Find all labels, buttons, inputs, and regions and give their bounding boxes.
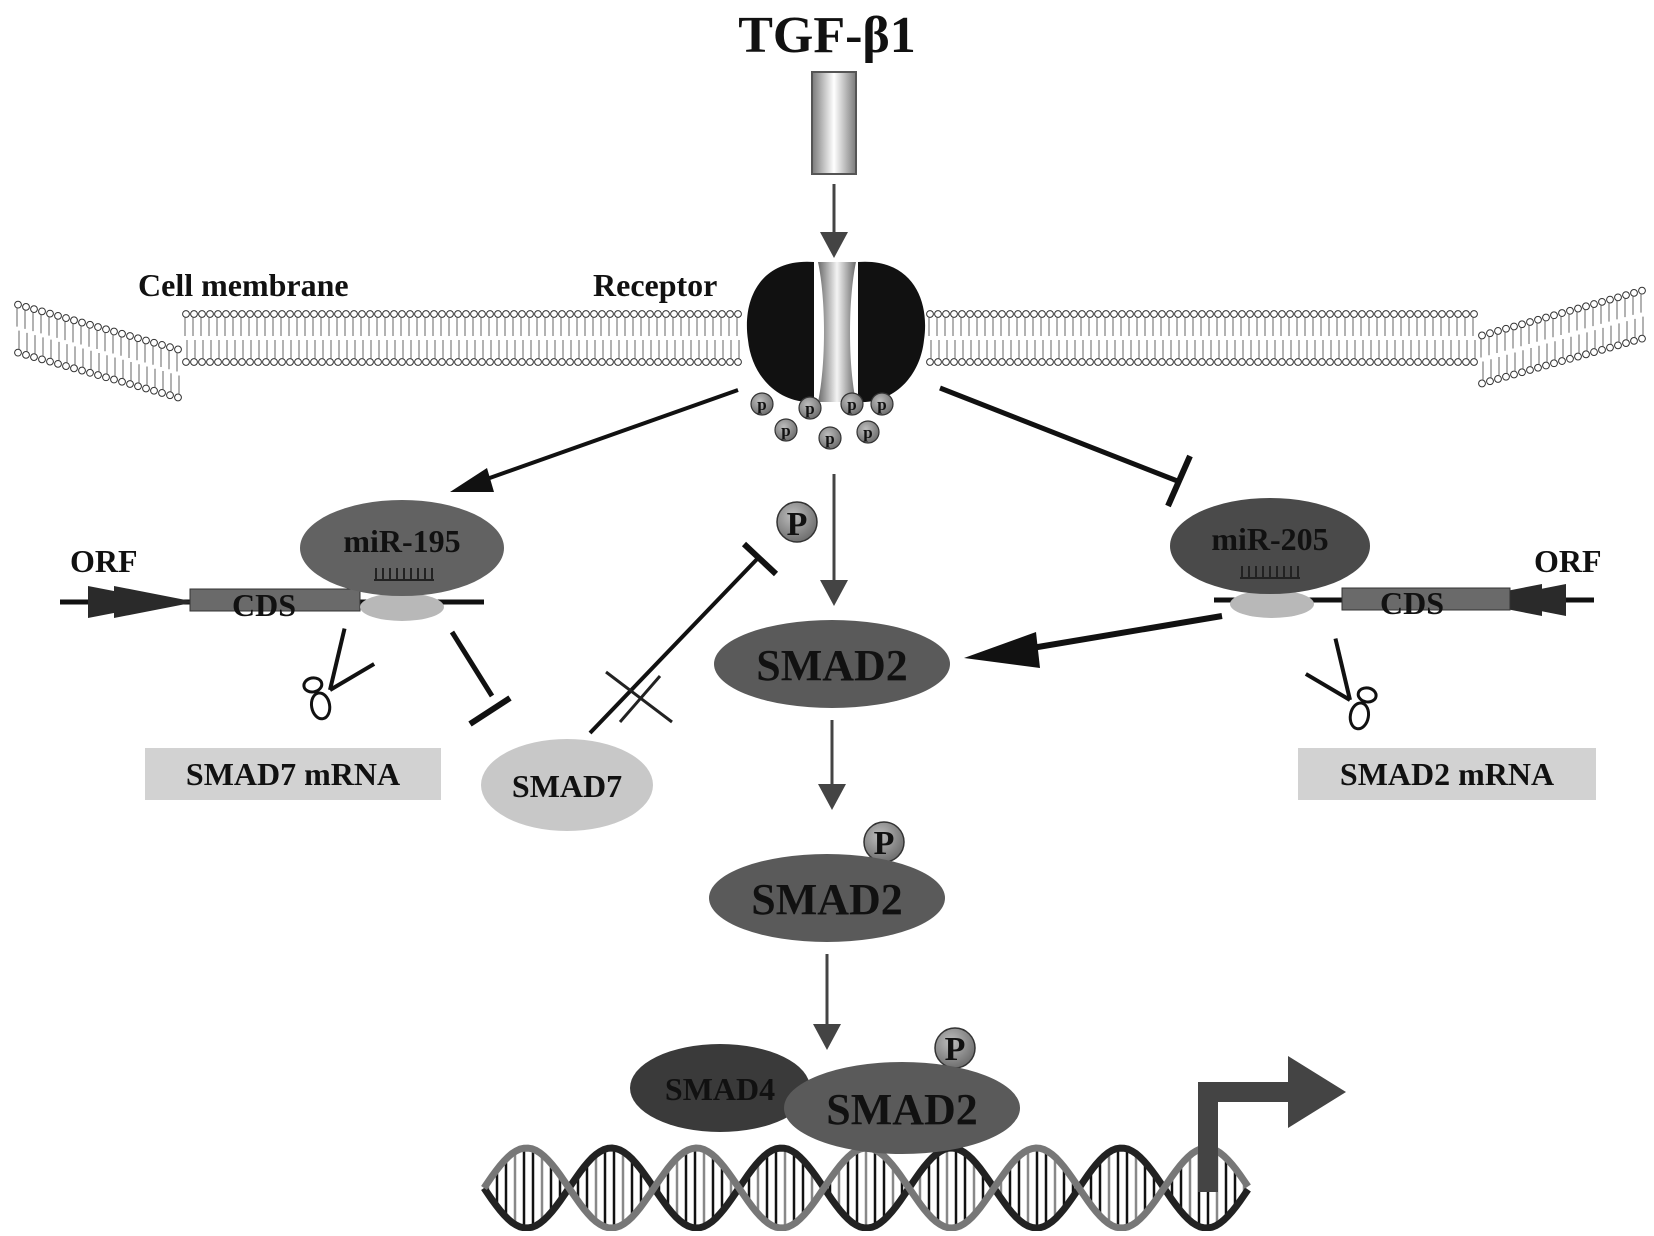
arrow-mir205-smad2-head <box>964 632 1040 668</box>
scissors-left-icon <box>302 628 376 721</box>
transcription-arrow-icon <box>1198 1056 1346 1192</box>
smad7-label: SMAD7 <box>512 768 622 804</box>
mir195-binding-marks <box>374 568 434 581</box>
inhibit-smad7mrna-line <box>449 630 495 698</box>
svg-text:p: p <box>781 421 790 440</box>
cds-left-label: CDS <box>232 587 296 623</box>
smad2-mrna-box <box>1298 748 1596 800</box>
gene-right <box>1214 584 1594 616</box>
receptor-label: Receptor <box>593 267 717 303</box>
smad2-mrna-label: SMAD2 mRNA <box>1340 756 1554 792</box>
receptor <box>746 261 926 403</box>
orf-right-label: ORF <box>1534 543 1602 579</box>
mir195-target-site <box>360 593 444 621</box>
smad7-mrna-label: SMAD7 mRNA <box>186 756 400 792</box>
smad2-top-ellipse <box>714 620 950 708</box>
phospho-smad2-mid-label: P <box>874 825 895 862</box>
mir205-binding-marks <box>1240 566 1300 579</box>
scissors-right-icon <box>1304 638 1378 731</box>
arrow-mir205-smad2 <box>1019 613 1223 653</box>
phospho-free-label: P <box>787 506 808 543</box>
mir205-label: miR-205 <box>1211 521 1328 557</box>
inhibit-mir205-line <box>939 385 1181 485</box>
smad2-mid-label: SMAD2 <box>751 875 903 924</box>
smad7-inhibit-line <box>588 554 762 735</box>
orf-left-label: ORF <box>70 543 138 579</box>
arrow-smad2-nucleus-head <box>813 1024 841 1050</box>
inhibit-smad7mrna-bar <box>468 695 512 727</box>
smad2-mid-ellipse <box>709 854 945 942</box>
ligand-shape <box>811 71 857 175</box>
arrow-smad2-phos-head <box>818 784 846 810</box>
mir195-ellipse <box>300 500 504 596</box>
phospho-free <box>776 501 818 543</box>
blocked-mark-b <box>618 675 662 723</box>
smad4-label: SMAD4 <box>665 1071 775 1107</box>
dna-helix <box>481 1144 1251 1232</box>
mir205-target-site <box>1230 590 1314 618</box>
mir195-label: miR-195 <box>343 523 460 559</box>
ligand-arrow-head <box>820 232 848 258</box>
svg-text:p: p <box>863 423 872 442</box>
ligand-label: TGF-β1 <box>738 7 916 64</box>
smad2-top-label: SMAD2 <box>756 641 908 690</box>
smad2-bottom-label: SMAD2 <box>826 1085 978 1134</box>
cds-right-label: CDS <box>1380 585 1444 621</box>
membrane-label: Cell membrane <box>138 267 349 303</box>
smad2-bottom-ellipse <box>784 1062 1020 1154</box>
svg-text:p: p <box>805 399 814 418</box>
arrow-to-mir195 <box>469 388 739 487</box>
svg-text:p: p <box>847 395 856 414</box>
svg-text:p: p <box>825 429 834 448</box>
smad7-ellipse <box>481 739 653 831</box>
arrow-to-mir195-head <box>450 468 494 492</box>
arrow-receptor-smad2-head <box>820 580 848 606</box>
smad4-ellipse <box>630 1044 810 1132</box>
blocked-mark-a <box>605 670 673 724</box>
mir205-ellipse <box>1170 498 1370 594</box>
phospho-smad2-bottom-label: P <box>945 1031 966 1068</box>
svg-text:p: p <box>877 395 886 414</box>
smad7-mrna-box <box>145 748 441 800</box>
smad7-inhibit-bar <box>741 541 779 577</box>
inhibit-mir205-bar <box>1165 454 1193 508</box>
svg-text:p: p <box>757 395 766 414</box>
cell-membrane <box>14 286 1646 402</box>
